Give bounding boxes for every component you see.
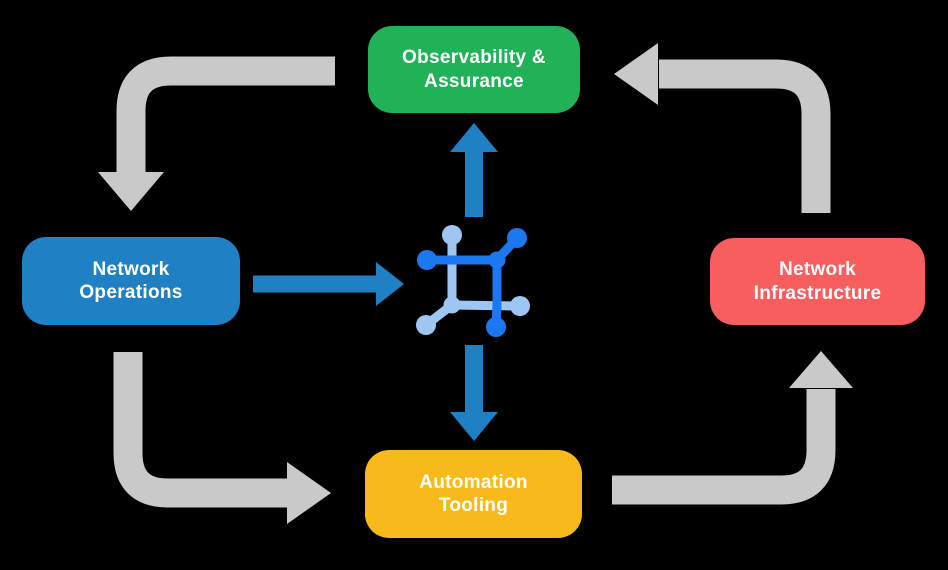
arrow-operations-to-automation [113, 352, 331, 524]
arrow-icon-to-automation [450, 345, 498, 441]
node-operations-label: Network Operations [79, 258, 183, 303]
network-icon-dark-parts [417, 228, 527, 337]
network-automation-icon [416, 225, 530, 337]
arrow-infrastructure-to-observability [614, 43, 831, 213]
node-observability-label: Observability & Assurance [402, 47, 546, 92]
node-network-infrastructure: Network Infrastructure [710, 238, 925, 325]
arrow-icon-to-observability [450, 123, 498, 217]
arrow-operations-to-icon [253, 262, 404, 306]
arrow-observability-to-operations [98, 56, 335, 211]
node-observability-assurance: Observability & Assurance [368, 26, 580, 113]
node-automation-label: Automation Tooling [419, 471, 528, 516]
network-icon-light-parts [416, 225, 530, 335]
node-automation-tooling: Automation Tooling [365, 450, 582, 538]
arrow-automation-to-infrastructure [612, 351, 853, 505]
node-network-operations: Network Operations [22, 237, 240, 325]
node-infrastructure-label: Network Infrastructure [753, 259, 882, 304]
